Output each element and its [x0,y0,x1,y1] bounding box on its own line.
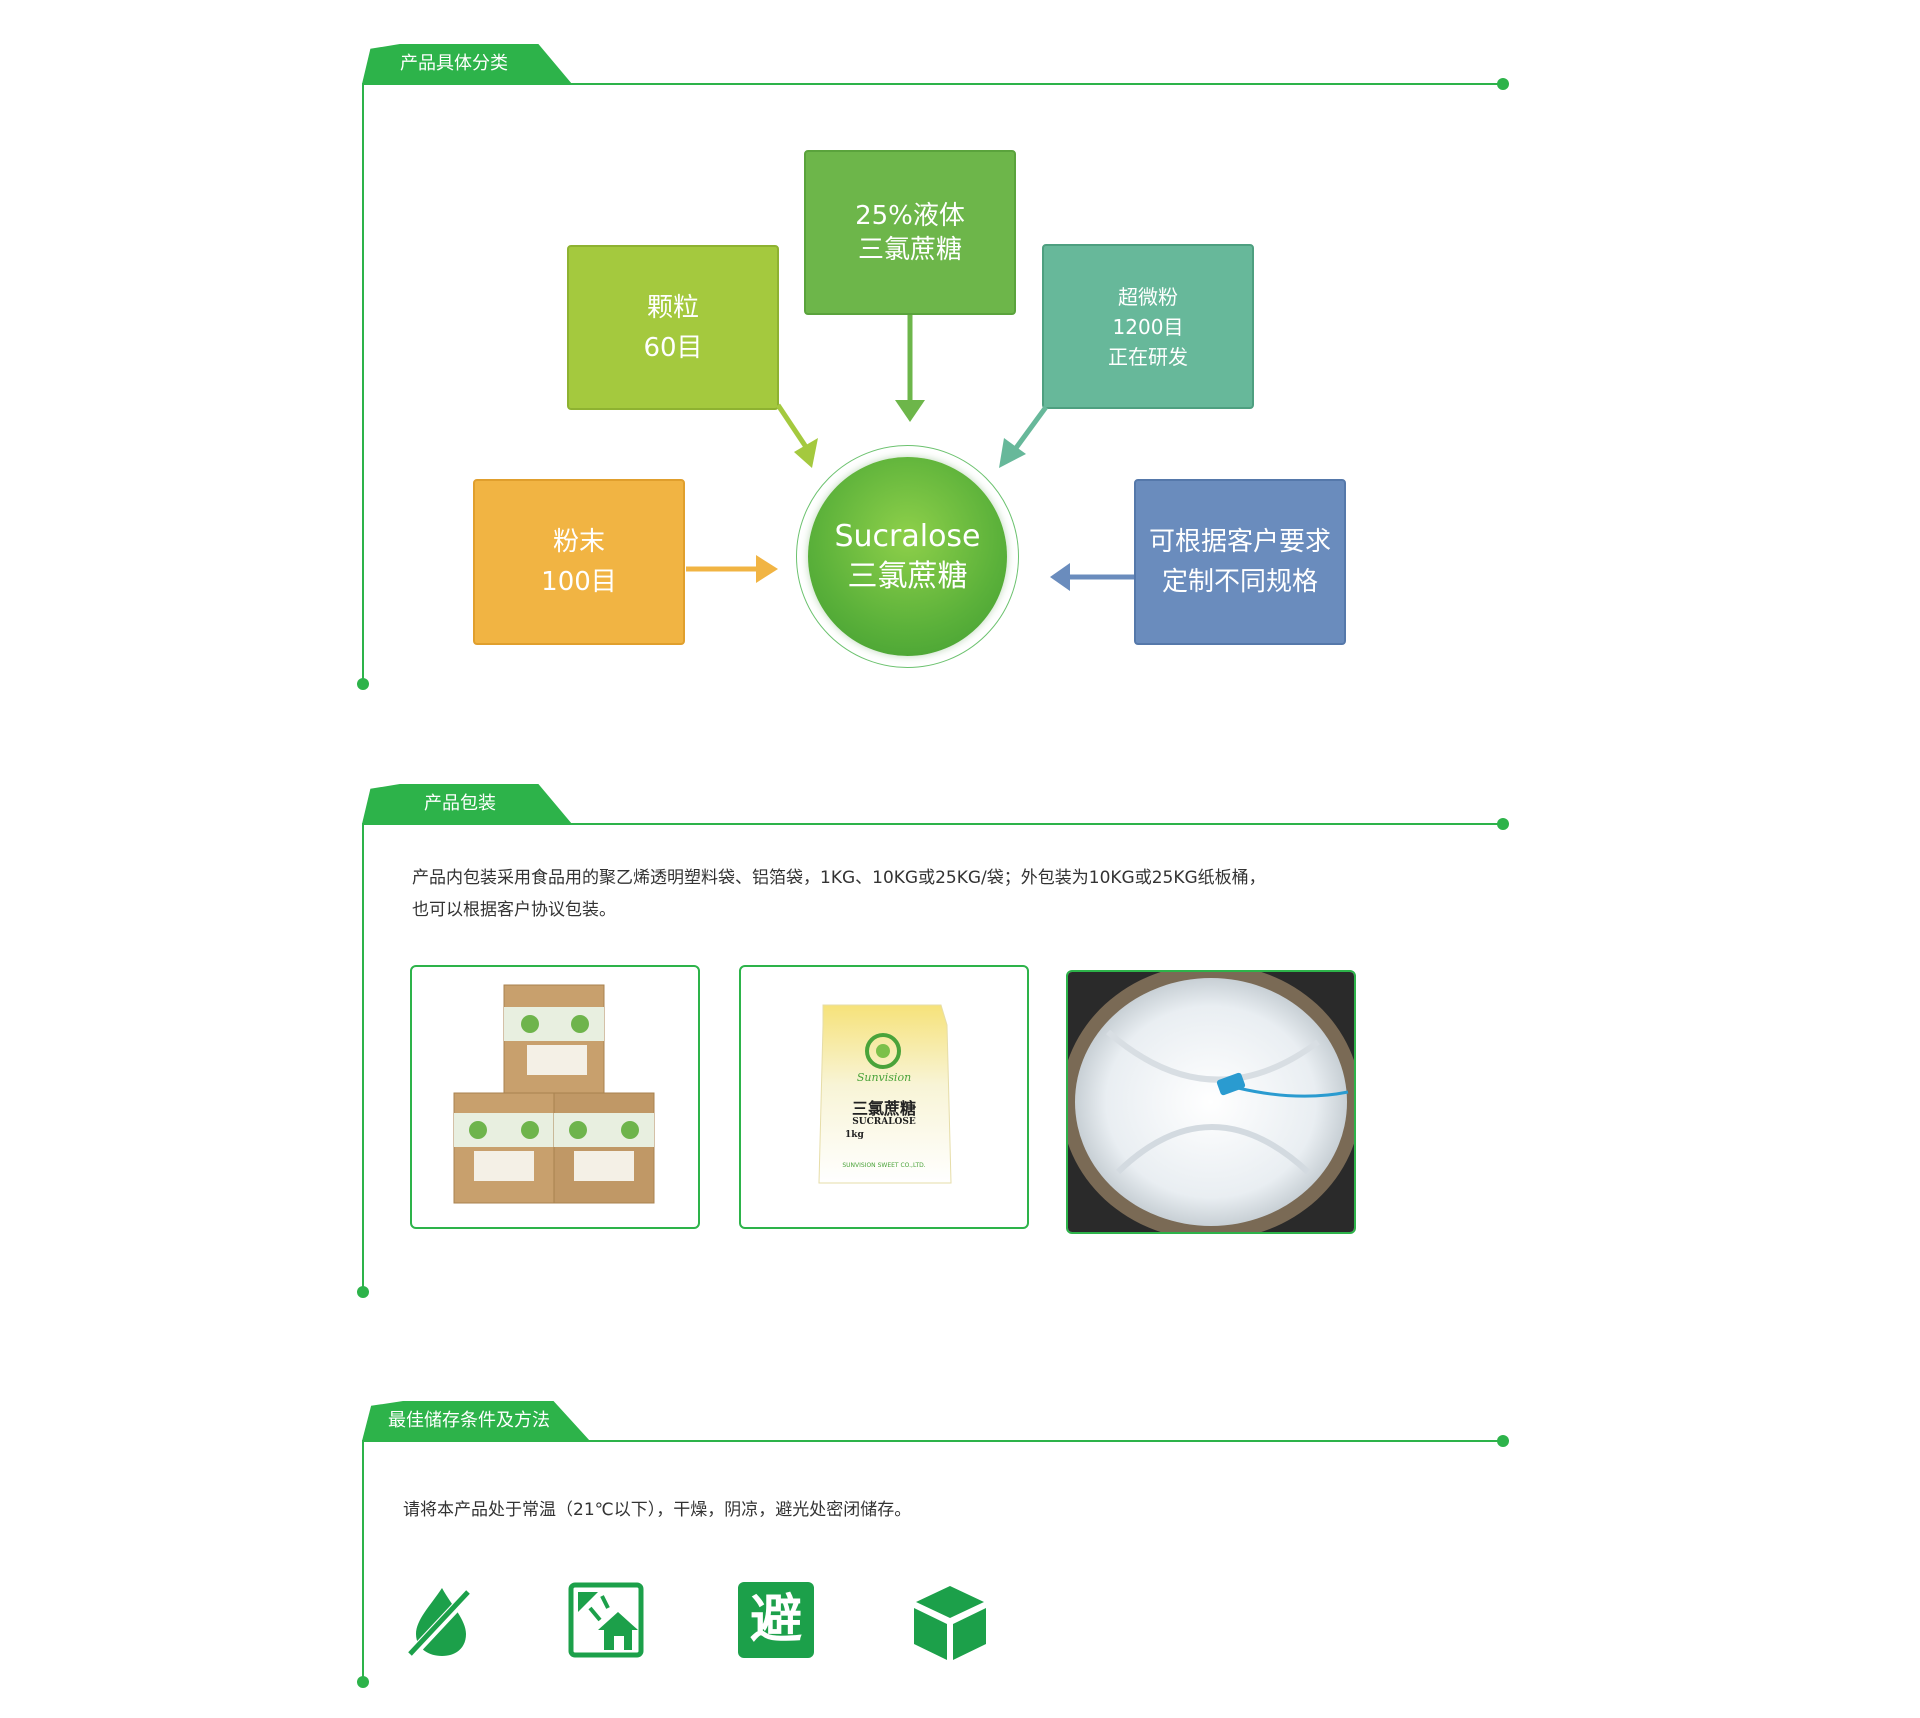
rail-end-dot [357,1676,369,1688]
storage-text: 请将本产品处于常温（21℃以下），干燥，阴凉，避光处密闭储存。 [403,1500,912,1520]
box-custom: 可根据客户要求 定制不同规格 [1134,479,1346,645]
section-rail [362,824,364,1292]
box-powder: 粉末 100目 [473,479,685,645]
packaging-text-line1: 产品内包装采用食品用的聚乙烯透明塑料袋、铝箔袋，1KG、10KG或25KG/袋；… [412,868,1266,888]
box-custom-line2: 定制不同规格 [1161,567,1318,597]
section-rail [362,84,364,684]
rail-end-dot [357,1286,369,1298]
box-powder-line1: 粉末 [552,527,605,557]
center-circle: Sucralose 三氯蔗糖 [808,457,1007,656]
packaging-text-line2: 也可以根据客户协议包装。 [412,900,616,920]
arrow-liquid-icon [895,315,925,422]
package-image-cartons [410,965,700,1229]
box-granule: 颗粒 60目 [567,245,779,410]
box-ultrafine-line2: 1200目 [1112,314,1184,339]
cool-shade-icon [568,1582,644,1658]
arrow-custom-icon [1050,563,1134,591]
section-title: 产品包装 [424,793,496,814]
section-tab-packaging: 产品包装 [362,784,572,824]
divider-end-dot [1497,1435,1509,1447]
box-custom-line1: 可根据客户要求 [1148,527,1331,557]
box-liquid-line2: 三氯蔗糖 [857,234,962,265]
section-tab-storage: 最佳储存条件及方法 [362,1401,590,1441]
diagram-arrows [686,315,1134,591]
box-ultrafine-line3: 正在研发 [1108,344,1188,369]
center-label-en: Sucralose [834,518,981,554]
center-label-zh: 三氯蔗糖 [847,558,968,594]
bag-weight: 1kg [845,1130,864,1140]
box-ultrafine: 超微粉 1200目 正在研发 [1042,244,1254,409]
section-divider [362,1440,1502,1442]
arrow-granule-icon [775,403,818,468]
section-title: 最佳储存条件及方法 [388,1410,550,1431]
sealed-box-icon [910,1582,986,1660]
packaging-text: 产品内包装采用食品用的聚乙烯透明塑料袋、铝箔袋，1KG、10KG或25KG/袋；… [412,862,1512,926]
box-ultrafine-line1: 超微粉 [1118,284,1178,309]
sucralose-bag-icon [818,1004,952,1184]
section-tab-classification: 产品具体分类 [362,44,572,84]
bag-brand: Sunvision [856,1071,912,1084]
bag-name-en: SUCRALOSE [852,1117,916,1127]
package-image-bag: Sunvision 三氯蔗糖 SUCRALOSE 1kg SUNVISION S… [739,965,1029,1229]
box-liquid-line1: 25%液体 [855,200,965,231]
section-divider [362,823,1502,825]
avoid-light-char: 避 [738,1582,814,1658]
arrow-powder-icon [686,555,778,583]
box-granule-line2: 60目 [643,332,703,363]
divider-end-dot [1497,818,1509,830]
carton-stack-icon [453,984,655,1204]
section-divider [362,83,1502,85]
box-liquid: 25%液体 三氯蔗糖 [804,150,1016,315]
section-rail [362,1441,364,1681]
no-moisture-icon [402,1582,478,1660]
section-title: 产品具体分类 [400,53,508,74]
bag-name-zh: 三氯蔗糖 [851,1099,916,1118]
arrow-ultrafine-icon [999,405,1049,468]
box-granule-line1: 颗粒 [646,292,699,323]
rail-end-dot [357,678,369,690]
divider-end-dot [1497,78,1509,90]
box-powder-line2: 100目 [541,567,617,597]
center-circle-ring [796,445,1019,668]
package-image-bulk-liner [1066,970,1356,1234]
avoid-light-icon: 避 [738,1582,814,1658]
bulk-liner-photo-icon [1068,972,1354,1232]
bag-company: SUNVISION SWEET CO.,LTD. [842,1162,926,1169]
